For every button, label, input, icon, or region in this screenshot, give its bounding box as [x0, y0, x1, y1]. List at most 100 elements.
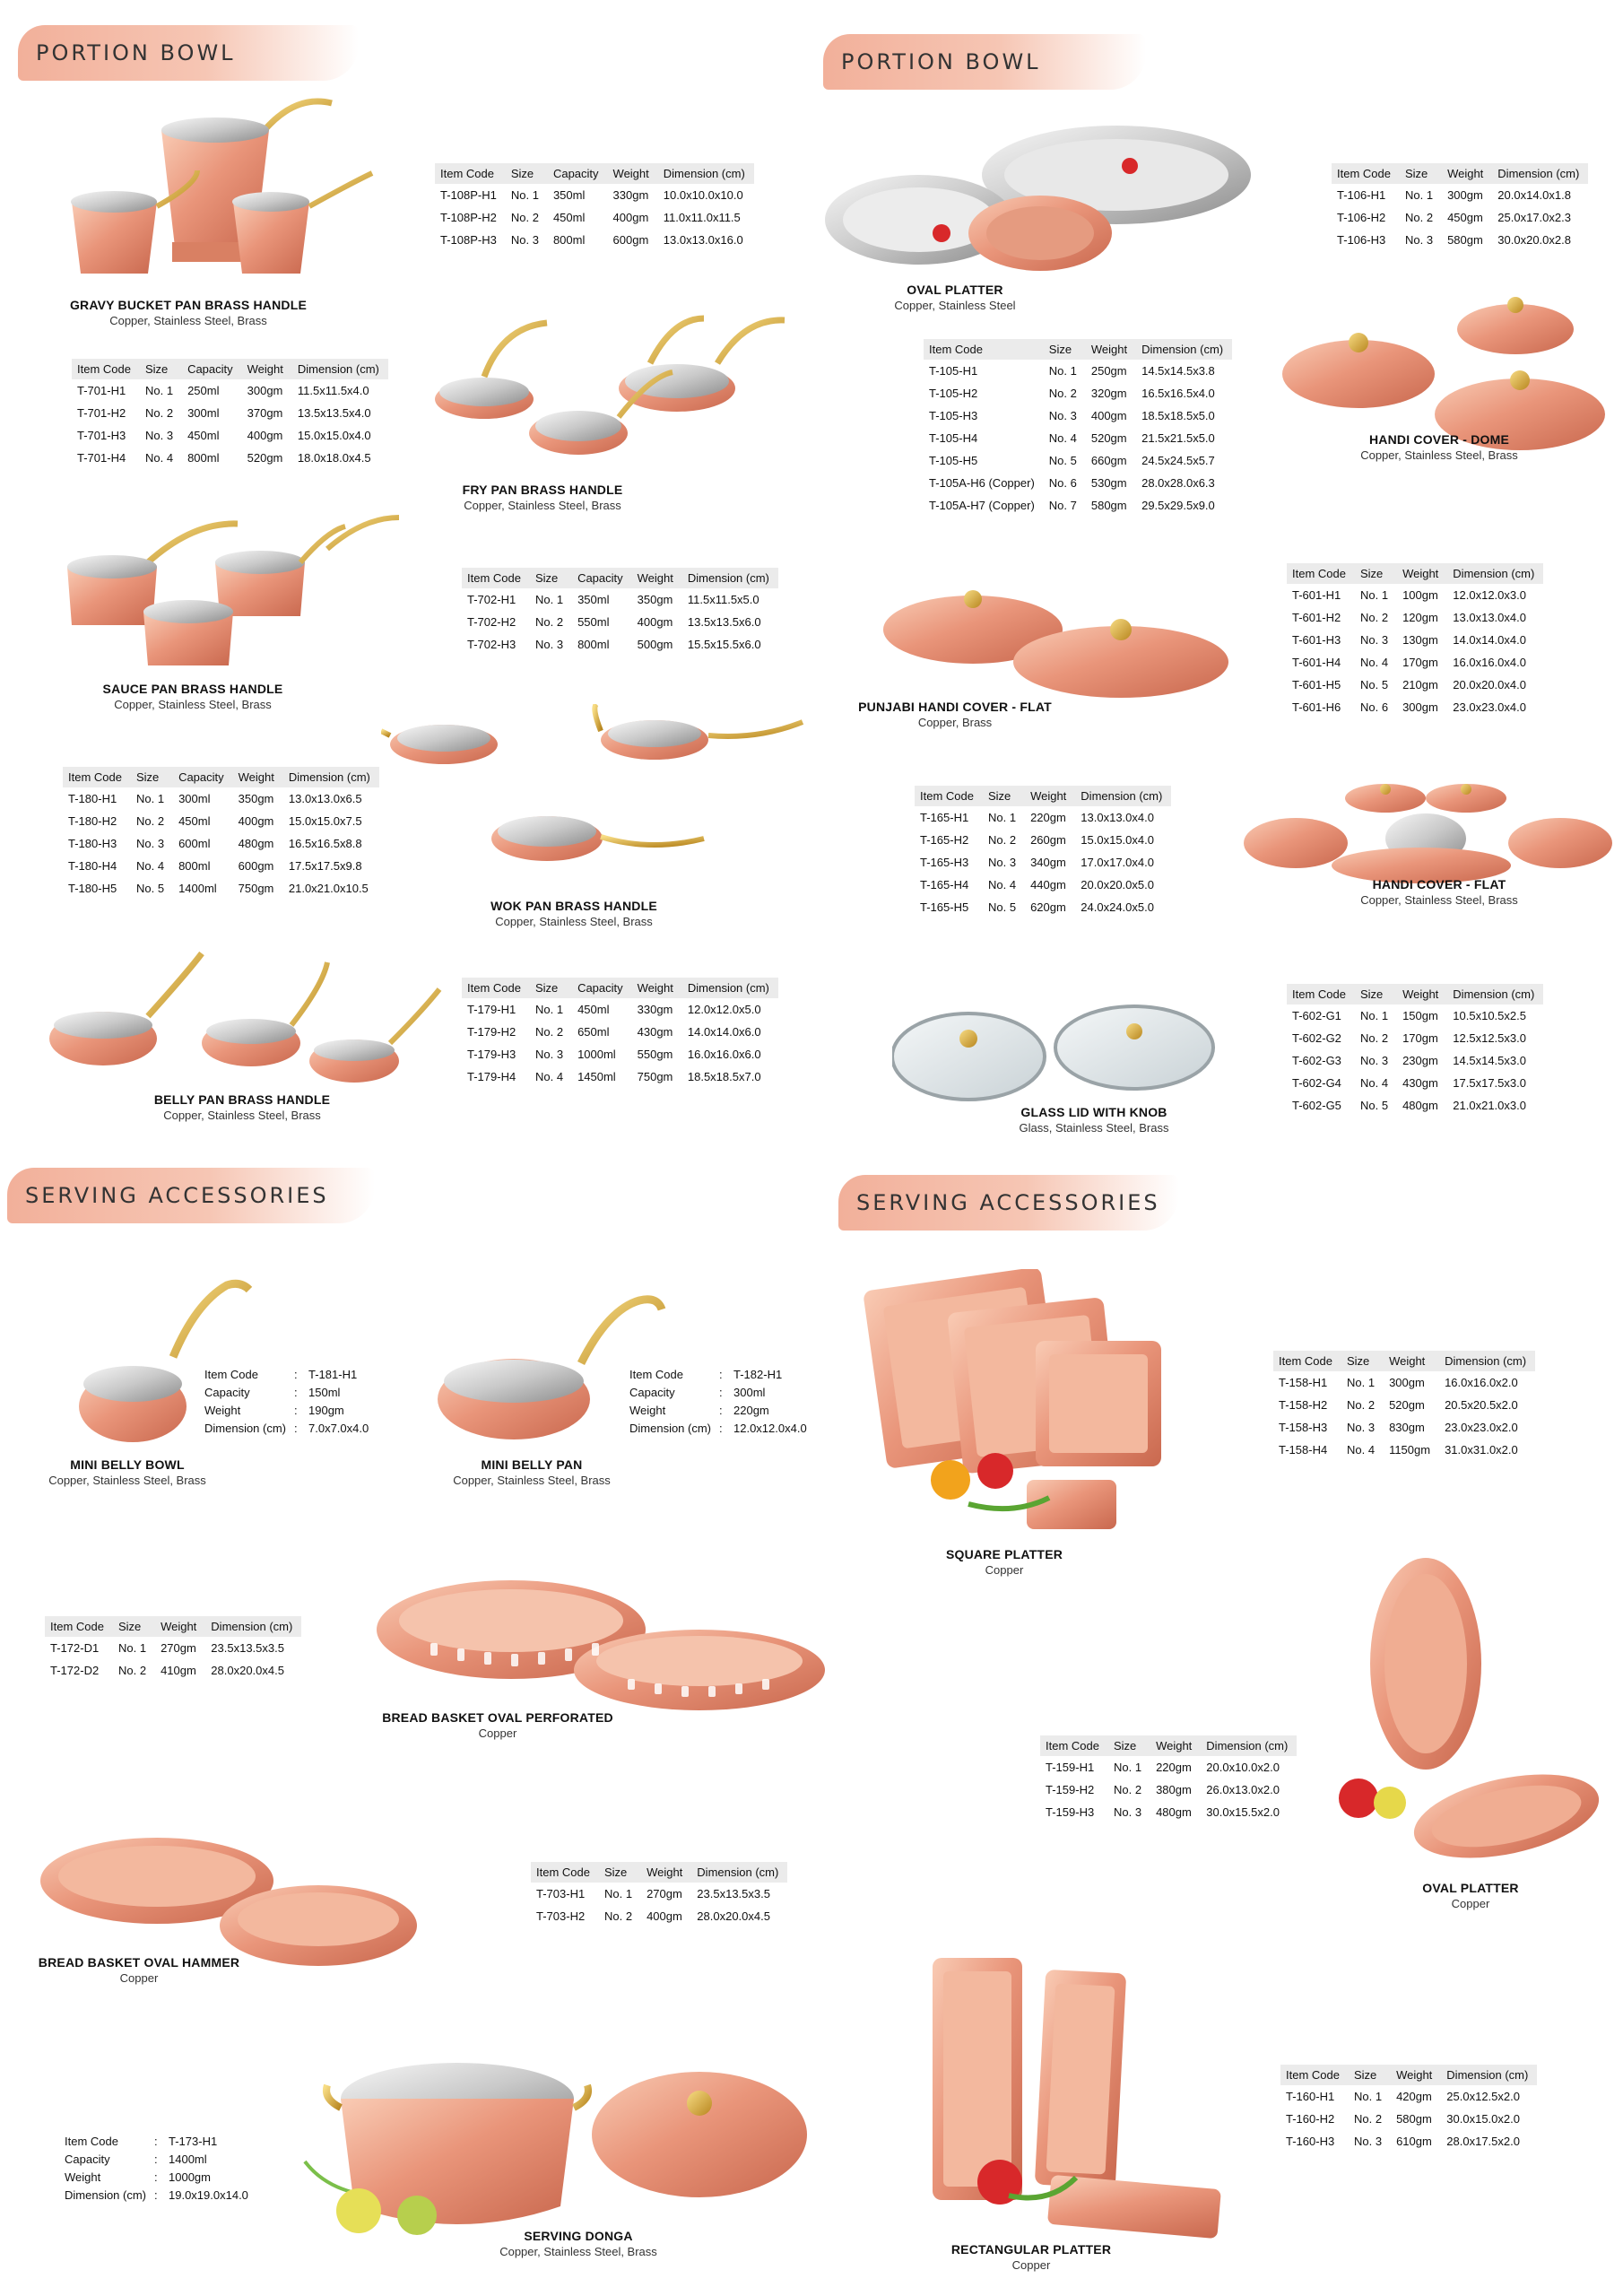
table-cell: No. 5 [135, 882, 165, 895]
table-cell: No. 1 [1353, 2090, 1383, 2103]
sauce-pan-caption: SAUCE PAN BRASS HANDLE Copper, Stainless… [31, 682, 354, 711]
table-cell: T-172-D1 [50, 1641, 100, 1655]
table-cell: 17.0x17.0x4.0 [1081, 856, 1154, 869]
spec-row: Dimension (cm):19.0x19.0x14.0 [65, 2187, 248, 2205]
table-cell: 480gm [1156, 1805, 1192, 1819]
column-header: Size [1399, 163, 1443, 184]
table-cell: T-180-H4 [68, 859, 117, 873]
table-cell: T-602-G4 [1292, 1076, 1341, 1090]
spec-row: Weight:1000gm [65, 2169, 248, 2187]
table-cell: 13.5x13.5x6.0 [687, 615, 761, 629]
spec-separator: : [154, 2152, 158, 2166]
table-cell: 30.0x15.0x2.0 [1446, 2112, 1520, 2126]
table-cell: 270gm [647, 1887, 682, 1900]
punjabi-handi-cover-image [883, 574, 1233, 700]
table-cell: 13.0x13.0x6.5 [288, 792, 362, 805]
table-cell: 21.0x21.0x3.0 [1453, 1099, 1526, 1112]
table-cell: 20.0x10.0x2.0 [1206, 1761, 1280, 1774]
table-cell: T-105A-H6 (Copper) [929, 476, 1035, 490]
table-cell: 450ml [187, 429, 220, 442]
table-cell: No. 2 [117, 1664, 147, 1677]
rectangular-platter-caption: RECTANGULAR PLATTER Copper [870, 2242, 1193, 2272]
spec-row: Dimension (cm):7.0x7.0x4.0 [204, 1420, 369, 1438]
product-name: HANDI COVER - FLAT [1372, 877, 1506, 891]
table-cell: 10.0x10.0x10.0 [663, 188, 743, 202]
table-cell: No. 2 [1404, 211, 1434, 224]
handi-cover-dome-caption: HANDI COVER - DOME Copper, Stainless Ste… [1278, 432, 1601, 462]
table-cell: 28.0x17.5x2.0 [1446, 2135, 1520, 2148]
table-cell: No. 2 [987, 833, 1017, 847]
section-title: SERVING ACCESSORIES [25, 1183, 329, 1208]
glass-lid-caption: GLASS LID WITH KNOB Glass, Stainless Ste… [933, 1105, 1255, 1135]
table-cell: 800ml [552, 233, 586, 247]
table-cell: 500gm [637, 638, 673, 651]
spec-label: Item Code [65, 2135, 118, 2148]
handi-cover-flat-image [1242, 776, 1614, 888]
product-material: Glass, Stainless Steel, Brass [1019, 1121, 1169, 1135]
product-material: Copper, Stainless Steel, Brass [453, 1474, 611, 1487]
serving-donga-caption: SERVING DONGA Copper, Stainless Steel, B… [417, 2229, 740, 2258]
spec-row: Capacity:150ml [204, 1384, 369, 1402]
table-cell: No. 3 [1048, 409, 1077, 422]
spec-row: Weight:220gm [629, 1402, 807, 1420]
table-cell: 15.5x15.5x6.0 [687, 638, 761, 651]
table-cell: 10.5x10.5x2.5 [1453, 1009, 1526, 1022]
column-header: Weight [641, 1862, 692, 1883]
table-cell: T-105-H2 [929, 387, 978, 400]
column-header: Capacity [547, 163, 608, 184]
spec-value: 1400ml [169, 2152, 207, 2166]
column-header: Dimension (cm) [1136, 339, 1233, 360]
table-cell: 800ml [577, 638, 610, 651]
table-cell: 23.5x13.5x3.5 [697, 1887, 770, 1900]
column-header: Size [1107, 1735, 1151, 1756]
table-cell: No. 2 [534, 615, 564, 629]
spec-label: Weight [204, 1404, 241, 1417]
bread-basket-hammer-caption: BREAD BASKET OVAL HAMMER Copper [0, 1955, 300, 1985]
table-cell: No. 3 [987, 856, 1017, 869]
column-header: Weight [607, 163, 658, 184]
table-cell: T-159-H1 [1046, 1761, 1095, 1774]
table-cell: No. 3 [135, 837, 165, 850]
column-header: Item Code [1273, 1351, 1341, 1371]
column-header: Weight [241, 359, 292, 379]
table-cell: 16.5x16.5x8.8 [288, 837, 362, 850]
column-header: Item Code [915, 786, 983, 806]
table-cell: No. 1 [603, 1887, 633, 1900]
column-header: Dimension (cm) [657, 163, 754, 184]
spec-separator: : [719, 1368, 723, 1381]
fry-pan-image [430, 309, 807, 480]
table-cell: T-601-H2 [1292, 611, 1341, 624]
table-cell: T-702-H3 [467, 638, 516, 651]
table-cell: 170gm [1402, 1031, 1438, 1045]
table-cell: No. 1 [1359, 1009, 1389, 1022]
column-header: Weight [155, 1616, 206, 1637]
table-cell: 270gm [161, 1641, 196, 1655]
table-cell: T-702-H2 [467, 615, 516, 629]
serving-donga-image [278, 2036, 816, 2244]
table-cell: 600gm [612, 233, 649, 247]
table-cell: 450ml [178, 814, 211, 828]
spec-separator: : [719, 1386, 723, 1399]
table-cell: T-159-H3 [1046, 1805, 1095, 1819]
table-cell: 120gm [1402, 611, 1438, 624]
table-cell: 220gm [1156, 1761, 1192, 1774]
table-cell: T-158-H3 [1279, 1421, 1328, 1434]
